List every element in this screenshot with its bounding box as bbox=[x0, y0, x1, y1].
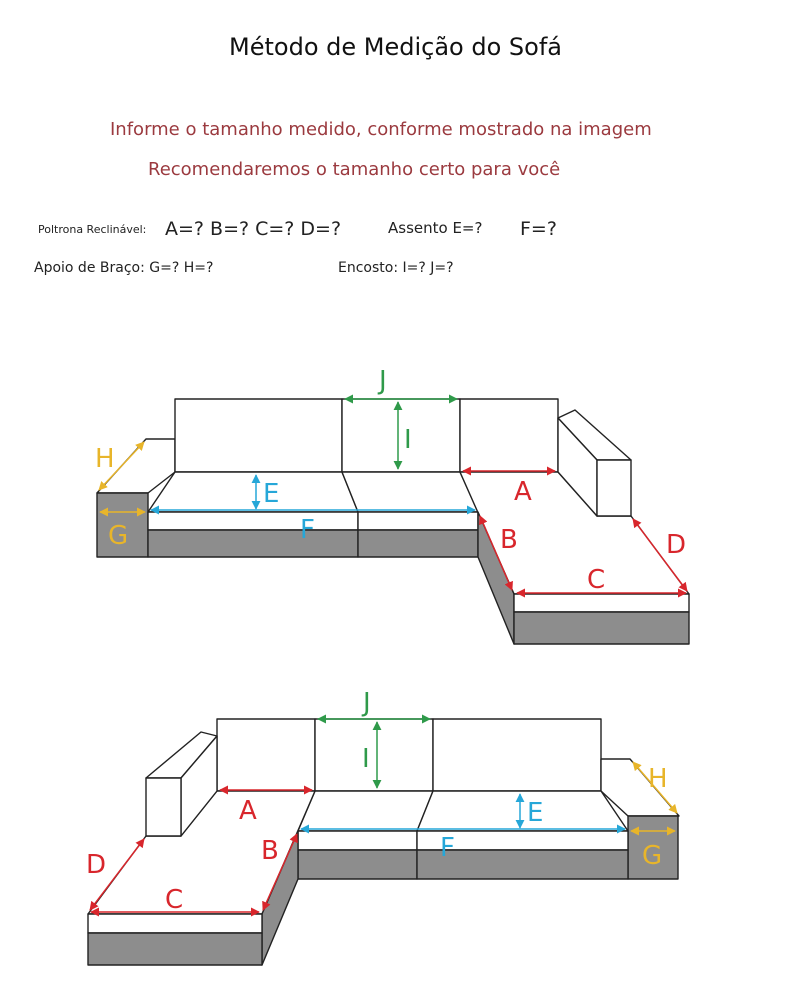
bottom-back-cushion-1 bbox=[216, 718, 316, 792]
top-letter-h: H bbox=[95, 444, 115, 474]
top-chaise-front bbox=[513, 593, 690, 613]
bottom-letter-h: H bbox=[648, 764, 668, 794]
bottom-sofa bbox=[87, 718, 680, 966]
bottom-letter-e: E bbox=[527, 798, 543, 828]
bottom-letter-i: I bbox=[362, 744, 370, 774]
bottom-letter-j: J bbox=[361, 688, 371, 718]
instruction-line-2: Recomendaremos o tamanho certo para você bbox=[148, 159, 561, 180]
recliner-label: Poltrona Reclinável: bbox=[38, 223, 147, 236]
armrest-label: Apoio de Braço: G=? H=? bbox=[34, 260, 214, 276]
top-dim-h bbox=[98, 441, 145, 491]
top-seat-2-front bbox=[357, 511, 479, 531]
page-title: Método de Medição do Sofá bbox=[229, 33, 562, 61]
bottom-seat-1-base bbox=[297, 849, 418, 880]
bottom-chaise-base bbox=[87, 932, 263, 966]
top-letter-e: E bbox=[263, 479, 279, 509]
top-letter-d: D bbox=[666, 530, 686, 560]
top-dim-b bbox=[479, 515, 513, 591]
bottom-letter-f: F bbox=[440, 833, 455, 863]
seat-label: Assento E=? bbox=[388, 219, 483, 237]
bottom-back-cushion-3 bbox=[432, 718, 602, 792]
top-letter-b: B bbox=[500, 525, 518, 555]
bottom-seat-2-base bbox=[416, 849, 629, 880]
bottom-seat-1-front bbox=[297, 830, 418, 851]
seat-f-value: F=? bbox=[520, 218, 557, 240]
bottom-dimension-letters: J I E F A B C D H G bbox=[86, 688, 668, 915]
bottom-chaise-arm-front bbox=[145, 777, 182, 837]
top-letter-a: A bbox=[514, 477, 532, 507]
top-seat-2-top bbox=[341, 471, 479, 513]
top-letter-i: I bbox=[404, 425, 412, 455]
bottom-dimension-lines bbox=[89, 714, 678, 917]
bottom-back-cushion-2 bbox=[314, 718, 434, 792]
top-chaise-base bbox=[513, 611, 690, 645]
top-dimension-lines bbox=[98, 394, 688, 598]
top-back-cushion-1 bbox=[174, 398, 343, 473]
top-seat-1-base bbox=[147, 529, 359, 558]
top-seat-1-front bbox=[147, 511, 359, 531]
top-left-armrest-block bbox=[96, 492, 149, 558]
top-letter-f: F bbox=[300, 515, 315, 545]
top-letter-c: C bbox=[587, 565, 605, 595]
top-dim-d bbox=[632, 518, 688, 592]
recliner-values: A=? B=? C=? D=? bbox=[165, 218, 342, 240]
top-chaise-arm-front bbox=[596, 459, 632, 517]
bottom-dim-b bbox=[262, 833, 298, 911]
backrest-label: Encosto: I=? J=? bbox=[338, 260, 454, 276]
bottom-letter-b: B bbox=[261, 836, 279, 866]
bottom-seat-1-top bbox=[297, 790, 434, 832]
bottom-letter-c: C bbox=[165, 885, 183, 915]
instruction-line-1: Informe o tamanho medido, conforme mostr… bbox=[110, 119, 652, 140]
top-back-cushion-3 bbox=[459, 398, 559, 473]
top-seat-2-base bbox=[357, 529, 479, 558]
bottom-dim-h bbox=[632, 761, 678, 814]
bottom-chaise-front bbox=[87, 913, 263, 934]
bottom-seat-2-top bbox=[416, 790, 629, 832]
bottom-letter-g: G bbox=[642, 841, 662, 871]
top-sofa bbox=[96, 398, 690, 645]
bottom-letter-a: A bbox=[239, 796, 257, 826]
bottom-dim-d bbox=[89, 838, 145, 911]
top-back-cushion-2 bbox=[341, 398, 461, 473]
top-letter-g: G bbox=[108, 521, 128, 551]
bottom-letter-d: D bbox=[86, 850, 106, 880]
top-letter-j: J bbox=[377, 366, 387, 396]
top-seat-1-top bbox=[147, 471, 359, 513]
top-dimension-letters: J I E F A B C D H G bbox=[95, 366, 686, 595]
